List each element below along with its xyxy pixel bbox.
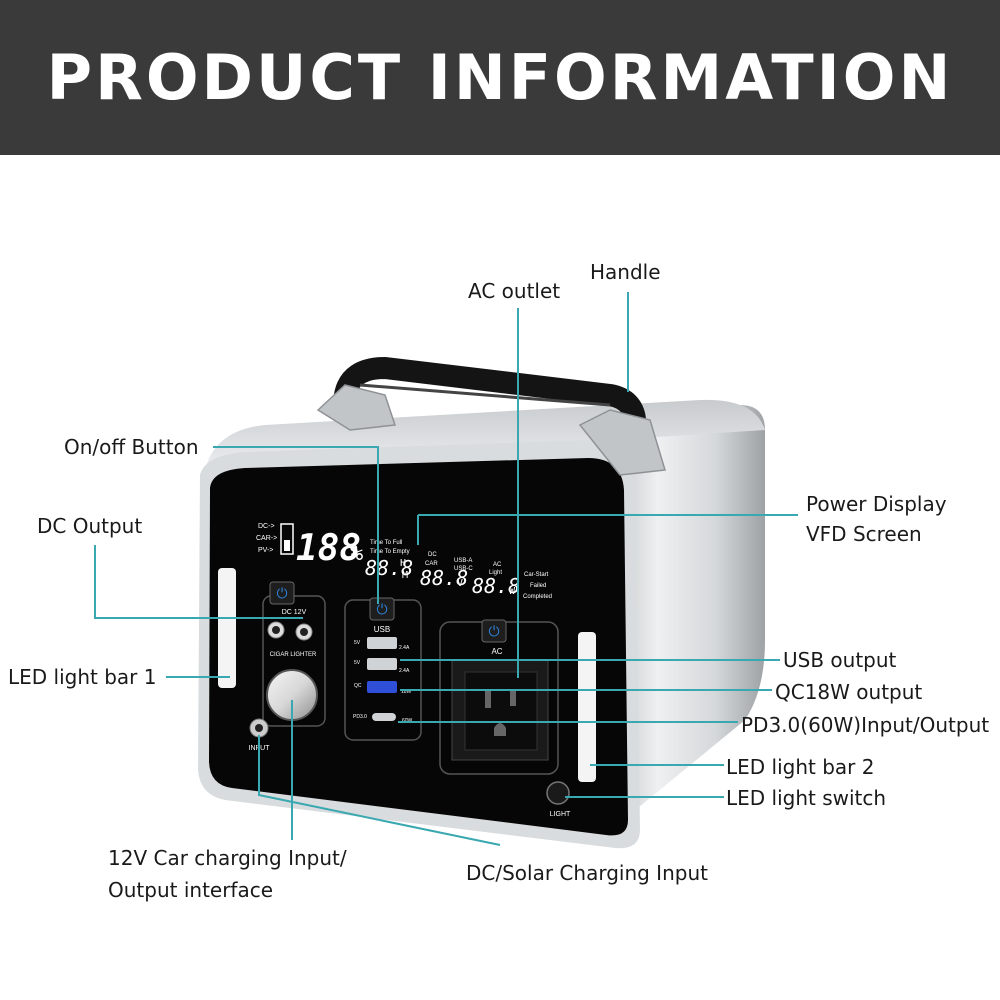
ac-slot-left [485,690,491,708]
power-icon: ⏻ [276,586,287,602]
display-percent-sign: % [350,541,363,566]
usb-port-4-left-label: PD3.0 [353,714,367,720]
callout-lines [94,292,798,846]
callout-line-dc-solar [258,735,501,846]
display-status-dc: DC-> [258,523,275,530]
display-completed: Completed [523,594,552,600]
display-status-car: CAR-> [256,535,277,542]
device-side-panel [600,405,765,835]
battery-icon [280,523,294,555]
ac-power-button[interactable] [481,619,507,643]
usb-port-3-right-label: 18W [401,689,412,695]
display-time-unit-h: H [400,558,406,569]
display-battery-percent: 188 [296,528,361,569]
display-car-start: Car-Start [524,572,549,578]
display-watt-value: 88.8 [472,574,520,598]
callout-line-dc-output [94,545,303,619]
power-icon: ⏻ [488,624,499,640]
label-on-off-button: On/off Button [64,435,199,459]
display-voltage-unit: V [457,578,463,589]
usb-port-2-left-label: 5V [354,660,361,666]
display-time-unit-m: M [402,570,408,581]
label-led-light-bar-1: LED light bar 1 [8,665,157,689]
label-ac-outlet: AC outlet [468,279,561,303]
usb-power-button[interactable] [369,597,395,621]
callout-line-power-display [417,514,798,545]
usb-a-port-1[interactable] [367,637,397,649]
page-title: PRODUCT INFORMATION [46,41,954,114]
led-light-bar-2 [578,632,596,782]
dc-panel-label: DC 12V [282,609,307,616]
display-voltage-value: 88.8 [420,566,468,590]
display-time-to-empty: Time To Empty [370,549,410,555]
callout-line-on-off [213,446,379,604]
display-usb-c-label: USB-C [454,566,473,572]
ac-slot-right [510,690,516,706]
handle-bracket-left [316,384,397,431]
display-ac-label: AC [493,562,502,568]
qc-usb-port[interactable] [367,681,397,693]
usb-panel-label: USB [374,625,390,634]
usb-c-port[interactable] [372,713,396,721]
light-switch-label: LIGHT [550,811,571,818]
label-dc-solar-input: DC/Solar Charging Input [466,861,708,885]
usb-a-port-2[interactable] [367,658,397,670]
label-led-light-switch: LED light switch [726,786,887,810]
label-qc18w-output: QC18W output [775,680,923,704]
display-usb-a-label: USB-A [454,558,472,564]
label-dc-output: DC Output [37,514,143,538]
led-light-bar-1 [218,568,236,688]
label-output-interface: Output interface [108,878,274,902]
led-light-switch[interactable] [546,781,570,805]
usb-port-1-right-label: 2.4A [399,645,410,651]
display-watt-unit: W [509,586,516,597]
usb-port-2-right-label: 2.4A [399,668,410,674]
vfd-display: DC-> CAR-> PV-> 188 % Time To Full Time … [256,523,552,600]
cigar-lighter-label: CIGAR LIGHTER [270,652,317,658]
usb-panel: ⏻ USB 5V 2.4A 5V 2.4A QC 18W PD3.0 60W [344,597,422,741]
header-banner: PRODUCT INFORMATION [0,0,1000,155]
display-light-label: Light [489,570,502,576]
display-dc-label: DC [428,552,437,558]
handle-bracket-right [578,409,666,476]
label-handle: Handle [590,260,661,284]
usb-port-3-left-label: QC [354,683,362,689]
dc-panel: ⏻ DC 12V CIGAR LIGHTER [262,581,326,727]
ac-ground-slot [494,723,506,736]
label-car-charging: 12V Car charging Input/ [108,846,347,870]
display-status-pv: PV-> [258,547,273,554]
label-power-display: Power Display [806,492,947,516]
label-led-light-bar-2: LED light bar 2 [726,755,875,779]
label-vfd-screen: VFD Screen [806,522,922,546]
ac-panel-label: AC [491,647,502,656]
battery-level-icon [284,540,290,551]
usb-port-1-left-label: 5V [354,640,361,646]
label-pd30-input-output: PD3.0(60W)Input/Output [741,713,990,737]
handle [316,356,666,476]
display-failed: Failed [530,583,546,589]
ac-panel: ⏻ AC [439,619,559,775]
display-time-to-full: Time To Full [370,540,402,546]
display-car-label: CAR [425,561,438,567]
label-usb-output: USB output [783,648,897,672]
power-icon: ⏻ [376,602,387,618]
dc-power-button[interactable] [269,581,295,605]
display-time-value: 88.8 [365,556,413,580]
